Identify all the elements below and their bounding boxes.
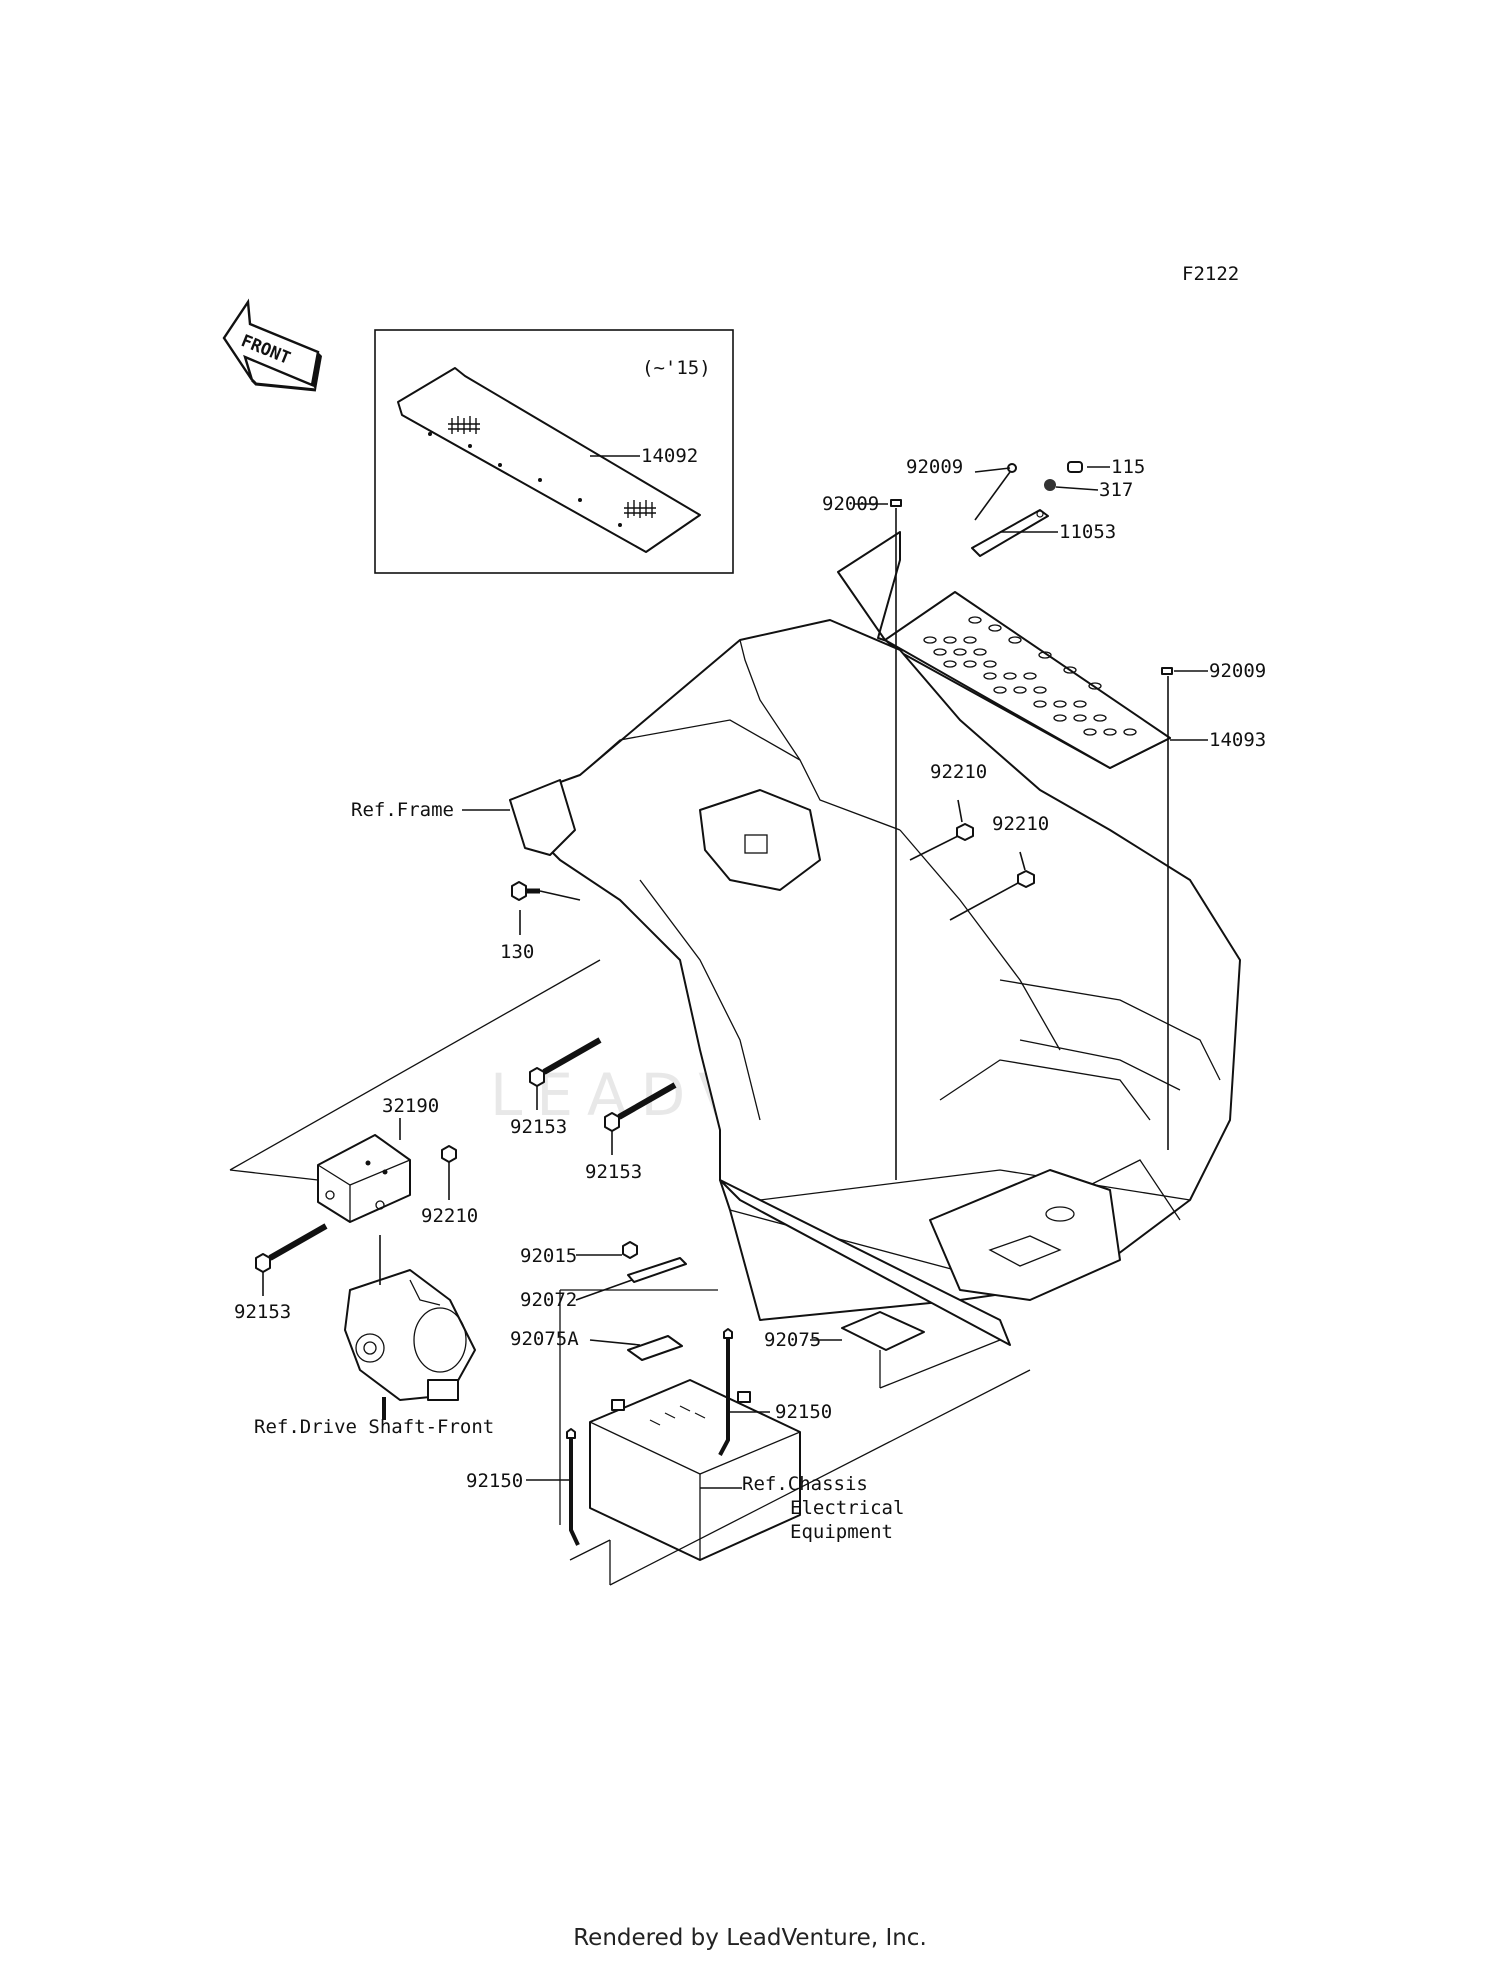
callout-92153-c: 92153: [234, 1301, 291, 1323]
leader-lines: [229, 466, 1208, 1586]
nut-92210-a: [956, 823, 974, 841]
nut-317: [1044, 479, 1056, 491]
footer-credit: Rendered by LeadVenture, Inc.: [573, 1925, 927, 1951]
callout-14092: 14092: [641, 445, 698, 467]
callout-115: 115: [1111, 456, 1145, 478]
skid-plate-14093: [837, 531, 1171, 769]
callout-92015: 92015: [520, 1245, 577, 1267]
bolt-92153-c: [255, 1223, 328, 1273]
battery: [589, 1379, 801, 1561]
callout-92150-right: 92150: [775, 1401, 832, 1423]
callout-92153-a: 92153: [510, 1116, 567, 1138]
bolt-115: [1067, 461, 1083, 473]
callout-92210-b: 92210: [992, 813, 1049, 835]
callout-317: 317: [1099, 479, 1133, 501]
skid-plate-old: [397, 367, 701, 553]
callout-92009-right: 92009: [1209, 660, 1266, 682]
callout-92009-left: 92009: [822, 493, 879, 515]
screw-92009-right: [1161, 667, 1173, 675]
bolt-130: [511, 881, 540, 901]
bracket-11053: [971, 509, 1049, 557]
frame: [509, 619, 1241, 1346]
callout-92210-c: 92210: [421, 1205, 478, 1227]
pad-92075A: [627, 1335, 683, 1361]
nut-92210-b: [1017, 870, 1035, 888]
callouts: 92009 115 317 92009 11053 92009 14093 92…: [234, 456, 1266, 1543]
bracket-32190: [317, 1134, 411, 1223]
bolt-92153-a: [529, 1037, 602, 1087]
callout-ref-frame: Ref.Frame: [351, 799, 454, 821]
front-differential: [344, 1269, 476, 1420]
callout-92075A: 92075A: [510, 1328, 579, 1350]
callout-92153-b: 92153: [585, 1161, 642, 1183]
callout-92210-a: 92210: [930, 761, 987, 783]
callout-ref-drive-shaft: Ref.Drive Shaft-Front: [254, 1416, 494, 1438]
nut-92210-c: [441, 1145, 457, 1163]
callout-92009-top: 92009: [906, 456, 963, 478]
bolt-92153-b: [604, 1082, 677, 1132]
callout-ref-chassis-line2: Electrical: [790, 1497, 904, 1519]
figure-code: F2122: [1182, 263, 1239, 285]
inset-box: (~'15) 14092: [374, 329, 734, 574]
callout-ref-chassis-line1: Ref.Chassis: [742, 1473, 868, 1495]
callout-92075: 92075: [764, 1329, 821, 1351]
callout-92072: 92072: [520, 1289, 577, 1311]
callout-130: 130: [500, 941, 534, 963]
callout-ref-chassis-line3: Equipment: [790, 1521, 893, 1543]
strap-92072: [627, 1257, 687, 1283]
callout-14093: 14093: [1209, 729, 1266, 751]
nut-92015: [622, 1241, 638, 1259]
screw-92009-left: [890, 499, 902, 507]
callout-32190: 32190: [382, 1095, 439, 1117]
callout-11053: 11053: [1059, 521, 1116, 543]
callout-92150-left: 92150: [466, 1470, 523, 1492]
front-arrow-icon: FRONT: [222, 298, 322, 392]
pad-92075: [841, 1311, 925, 1351]
rod-92150-left: [566, 1428, 580, 1546]
inset-note: (~'15): [642, 357, 711, 379]
rod-92150-right: [718, 1328, 733, 1456]
